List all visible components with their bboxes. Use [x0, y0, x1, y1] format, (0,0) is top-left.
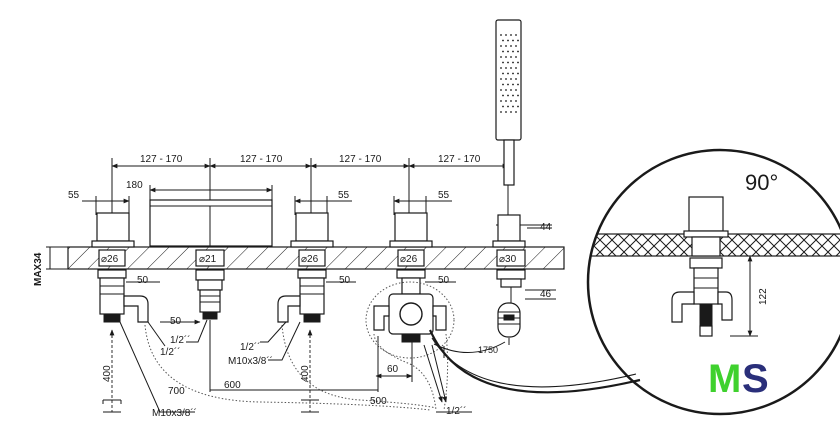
- detail-leader: [428, 329, 641, 394]
- thread-m10-label-1: M10x3/8´´: [152, 407, 197, 419]
- dim-600-label: 600: [224, 380, 241, 391]
- dim-500-label: 500: [370, 396, 387, 407]
- left-handle: [91, 212, 135, 248]
- thread-label-2: 1/2´´: [160, 346, 181, 358]
- middle-valve: [277, 269, 327, 323]
- dim-50-label-1: 50: [137, 275, 149, 286]
- diverter-valve: [373, 269, 447, 343]
- handle-width-label-1: 55: [68, 190, 80, 201]
- spout: [149, 199, 273, 247]
- diverter-handle: [389, 212, 433, 248]
- detail-view: [586, 148, 840, 416]
- dia-label-3: ⌀26: [301, 254, 319, 265]
- dim-400-label-2: 400: [300, 365, 311, 382]
- dim-46-label: 46: [540, 289, 552, 300]
- through-deck-bodies: [98, 249, 526, 267]
- shower-head-spray-holes: [500, 34, 519, 113]
- dia-label-1: ⌀26: [101, 254, 119, 265]
- spacing-label-1: 127 - 170: [140, 154, 183, 165]
- lower-dimensions: 400 400 600 60 700 500: [102, 319, 472, 413]
- spout-connector: [195, 269, 225, 320]
- dia-label-5: ⌀30: [499, 254, 517, 265]
- spout-width-label: 180: [126, 180, 143, 191]
- dim-50-label-3: 50: [339, 275, 351, 286]
- hose-weight: [497, 302, 521, 338]
- thread-label-4: 1/2´´: [446, 405, 467, 417]
- dia-label-4: ⌀26: [400, 254, 418, 265]
- max-label: MAX34: [33, 252, 44, 286]
- angle-label: 90°: [745, 170, 778, 195]
- max-thickness-dimension: MAX34: [33, 246, 68, 286]
- spacing-label-3: 127 - 170: [339, 154, 382, 165]
- hose-length-label: 1750: [478, 345, 498, 355]
- detail-marker-circle: [365, 281, 455, 359]
- middle-handle: [290, 212, 334, 248]
- dia-label-2: ⌀21: [199, 254, 217, 265]
- handle-width-label-3: 55: [438, 190, 450, 201]
- logo-letter-s: S: [742, 357, 769, 401]
- dim-60-label: 60: [387, 364, 399, 375]
- hand-shower: [492, 19, 526, 248]
- shower-nut: [496, 269, 526, 304]
- handle-width-label-2: 55: [338, 190, 350, 201]
- thread-label-1: 1/2´´: [170, 334, 191, 346]
- spacing-label-2: 127 - 170: [240, 154, 283, 165]
- dim-50-label-4: 50: [438, 275, 450, 286]
- dim-50-label-2: 50: [170, 316, 182, 327]
- left-valve: [97, 269, 149, 323]
- logo-letter-m: M: [708, 357, 741, 401]
- spacing-dimensions: 127 - 170 127 - 170 127 - 170 127 - 170 …: [68, 154, 552, 233]
- thread-m10-label-2: M10x3/8´´: [228, 355, 273, 367]
- spacing-label-4: 127 - 170: [438, 154, 481, 165]
- detail-height-label: 122: [758, 288, 769, 305]
- ms-logo: M S: [708, 357, 769, 401]
- thread-label-3: 1/2´´: [240, 341, 261, 353]
- dim-700-label: 700: [168, 386, 185, 397]
- dim-400-label-1: 400: [102, 365, 113, 382]
- handle-width-label-4: 44: [540, 222, 552, 233]
